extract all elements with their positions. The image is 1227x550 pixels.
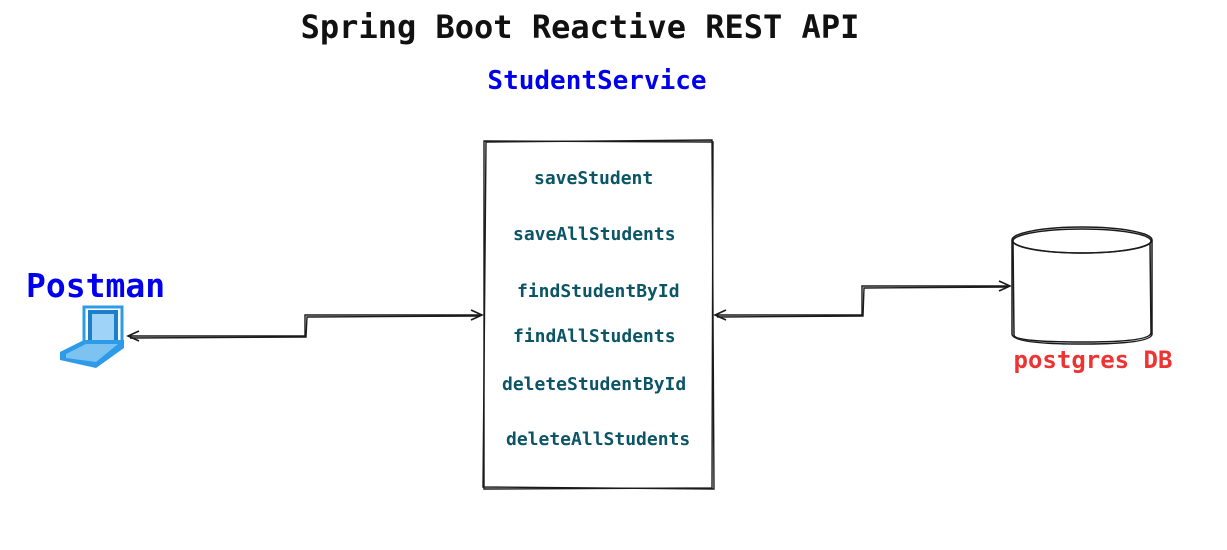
- method-find-all-students: findAllStudents: [513, 326, 676, 347]
- database-cylinder-icon: [1011, 226, 1153, 345]
- method-delete-all-students: deleteAllStudents: [506, 429, 691, 450]
- laptop-icon: [60, 305, 124, 368]
- client-label: Postman: [26, 266, 166, 305]
- method-find-student-by-id: findStudentById: [517, 281, 680, 302]
- method-delete-student-by-id: deleteStudentById: [502, 374, 687, 395]
- service-db-connector: [713, 280, 1012, 321]
- service-name: StudentService: [487, 66, 707, 96]
- method-save-student: saveStudent: [534, 168, 654, 189]
- client-service-connector: [126, 309, 484, 342]
- method-save-all-students: saveAllStudents: [513, 224, 676, 245]
- database-label: postgres DB: [1013, 346, 1173, 374]
- diagram-title: Spring Boot Reactive REST API: [300, 8, 860, 46]
- service-box: [482, 139, 715, 490]
